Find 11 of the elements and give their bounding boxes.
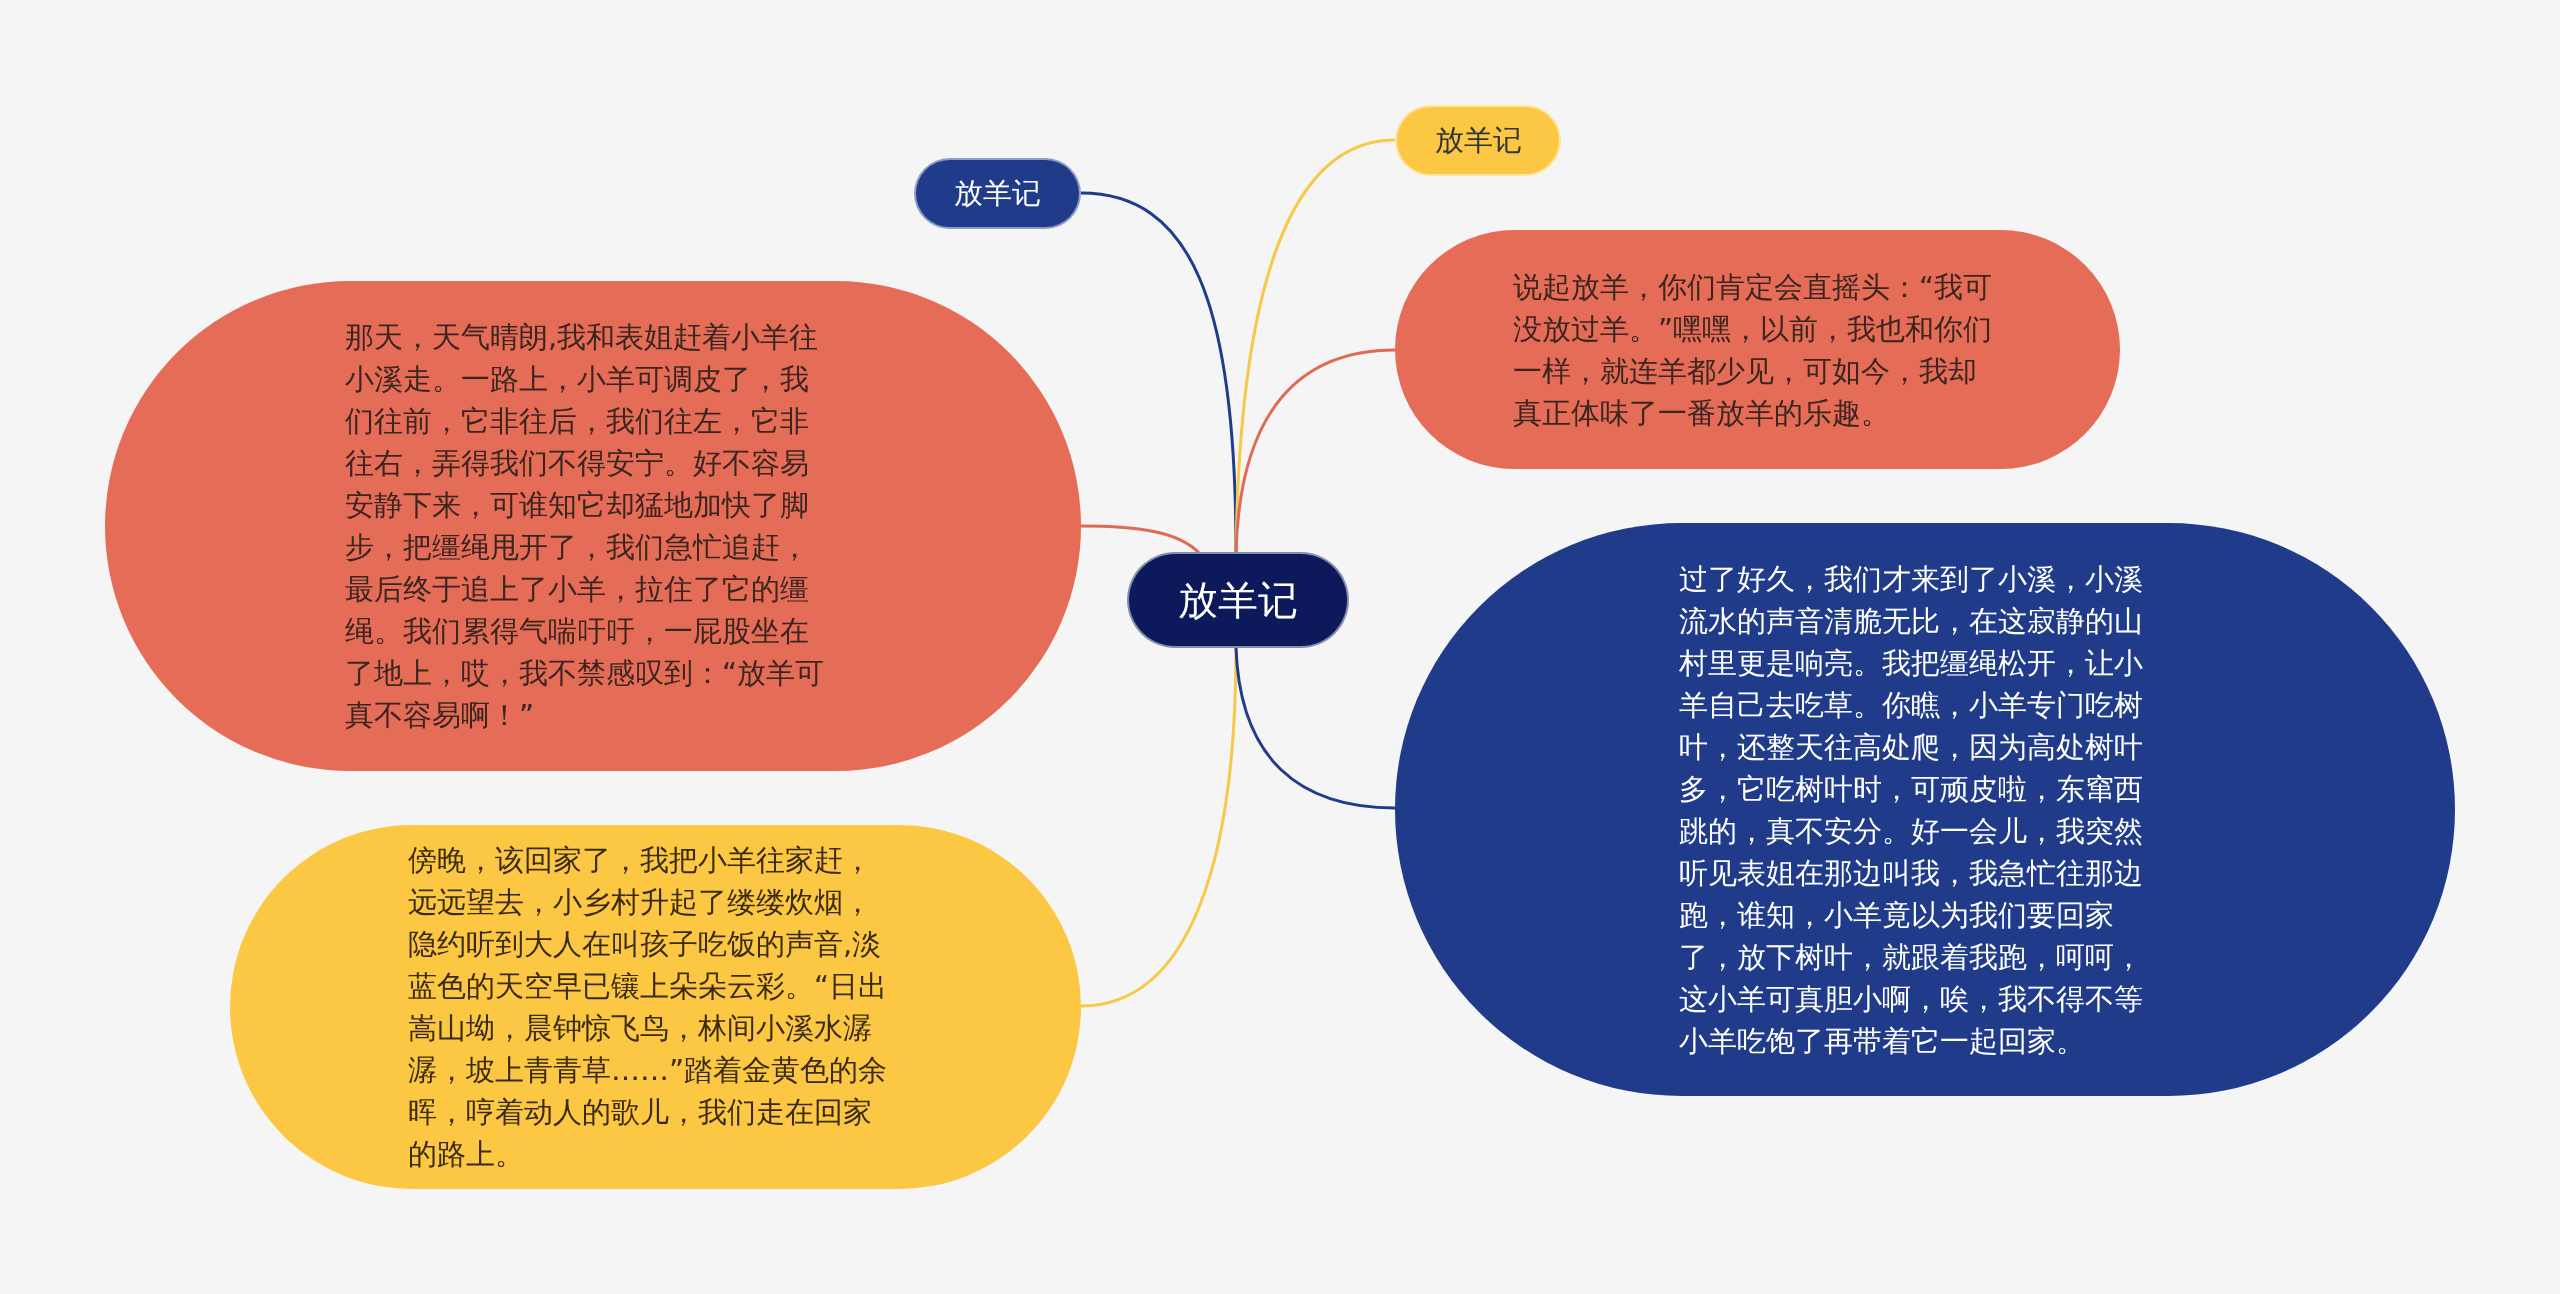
connector-line xyxy=(1234,647,1396,810)
connector-line xyxy=(1080,647,1238,1008)
connector-line xyxy=(1234,348,1396,553)
paragraph-pill: 傍晚，该回家了，我把小羊往家赶，远远望去，小乡村升起了缕缕炊烟，隐约听到大人在叫孩子吃饭的声音,淡蓝色的天空早已镶上朵朵云彩。“日出嵩山坳，晨钟惊飞鸟，林间小溪水潺潺，坡上青青草……”踏着金黄色的余晖，哼着动人的歌儿，我们走在回家的路上。 xyxy=(230,825,1081,1189)
connector-line xyxy=(1080,191,1238,553)
topic-pill: 放羊记 xyxy=(914,158,1081,229)
topic-pill: 放羊记 xyxy=(1395,105,1561,176)
topic-pill: 放羊记 xyxy=(1127,552,1349,648)
paragraph-pill: 过了好久，我们才来到了小溪，小溪流水的声音清脆无比，在这寂静的山村里更是响亮。我把缰绳松开，让小羊自己去吃草。你瞧，小羊专门吃树叶，还整天往高处爬，因为高处树叶多，它吃树叶时，可顽皮啦，东窜西跳的，真不安分。好一会儿，我突然听见表姐在那边叫我，我急忙往那边跑，谁知，小羊竟以为我们要回家了，放下树叶，就跟着我跑，呵呵，这小羊可真胆小啊，唉，我不得不等小羊吃饱了再带着它一起回家。 xyxy=(1395,523,2455,1096)
paragraph-pill: 说起放羊，你们肯定会直摇头：“我可没放过羊。”嘿嘿，以前，我也和你们一样，就连羊都少见，可如今，我却真正体味了一番放羊的乐趣。 xyxy=(1395,230,2120,469)
paragraph-pill: 那天，天气晴朗,我和表姐赶着小羊往小溪走。一路上，小羊可调皮了，我们往前，它非往后，我们往左，它非往右，弄得我们不得安宁。好不容易安静下来，可谁知它却猛地加快了脚步，把缰绳甩开了，我们急忙追赶，最后终于追上了小羊，拉住了它的缰绳。我们累得气喘吁吁，一屁股坐在了地上，哎，我不禁感叹到：“放羊可真不容易啊！” xyxy=(105,281,1081,771)
